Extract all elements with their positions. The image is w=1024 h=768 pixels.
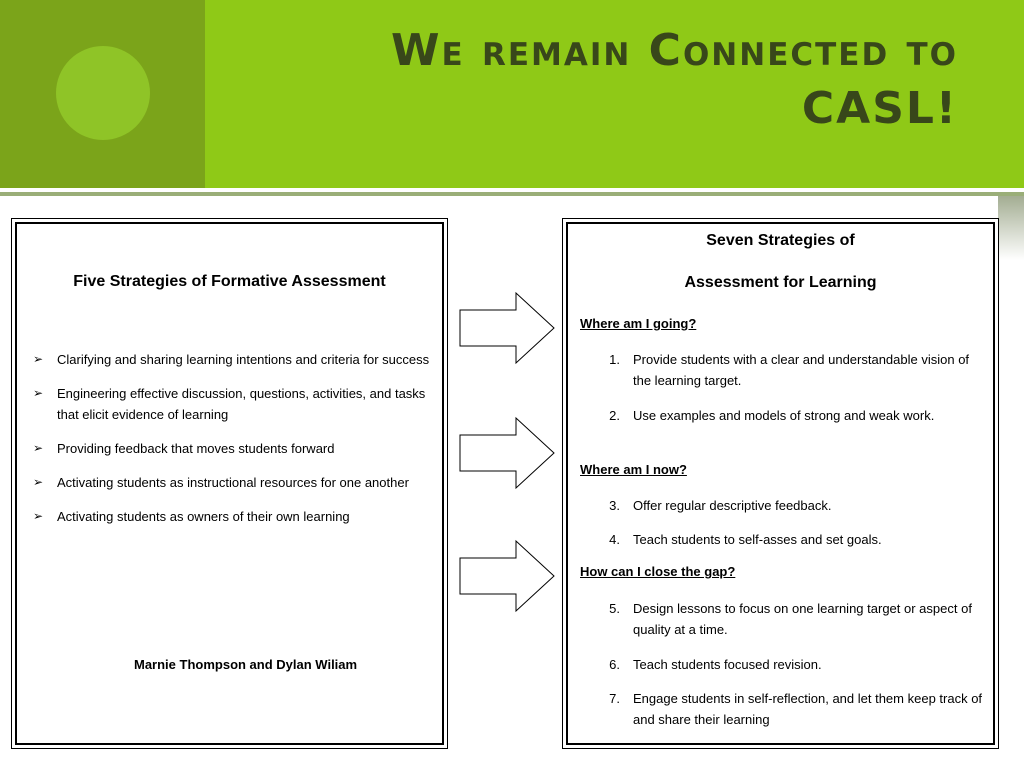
item-number: 4.	[609, 532, 620, 547]
list-item: 4. Teach students to self-asses and set …	[598, 529, 988, 550]
author-credit: Marnie Thompson and Dylan Wiliam	[134, 657, 358, 672]
slide-title-line1: We remain Connected to	[390, 25, 958, 76]
image-shadow	[998, 196, 1024, 260]
right-arrow-icon	[459, 539, 555, 613]
list-item-text: Clarifying and sharing learning intentio…	[57, 352, 430, 367]
item-text: Teach students focused revision.	[633, 657, 822, 672]
right-arrow-icon	[459, 416, 555, 490]
list-item: 1. Provide students with a clear and und…	[598, 349, 988, 391]
item-text: Engage students in self-reflection, and …	[633, 691, 983, 727]
arrow-bullet-icon: ➢	[33, 352, 44, 366]
list-item: 2. Use examples and models of strong and…	[598, 405, 988, 426]
arrow-bullet-icon: ➢	[33, 386, 44, 400]
list-item: ➢ Activating students as instructional re…	[33, 472, 433, 493]
list-item-text: Activating students as instructional res…	[57, 475, 409, 490]
item-text: Offer regular descriptive feedback.	[633, 498, 832, 513]
header-bar	[205, 0, 1024, 188]
list-item: 6. Teach students focused revision.	[598, 654, 988, 675]
list-item: ➢ Engineering effective discussion, quest…	[33, 383, 433, 425]
seven-strategies-document: Seven Strategies of Assessment for Learn…	[562, 218, 999, 749]
list-item: ➢ Providing feedback that moves students …	[33, 438, 433, 459]
section-heading-close-gap: How can I close the gap?	[580, 564, 736, 579]
slide-title-line2: CASL!	[801, 83, 958, 134]
item-text: Design lessons to focus on one learning …	[633, 601, 972, 637]
item-text: Use examples and models of strong and we…	[633, 408, 935, 423]
five-strategies-document: Five Strategies of Formative Assessment …	[11, 218, 448, 749]
item-number: 6.	[609, 657, 620, 672]
section-heading-where-going: Where am I going?	[580, 316, 697, 331]
list-item-text: Providing feedback that moves students f…	[57, 441, 335, 456]
list-item: ➢ Clarifying and sharing learning intenti…	[33, 349, 433, 370]
decorative-circle	[56, 46, 150, 140]
item-text: Teach students to self-asses and set goa…	[633, 532, 882, 547]
five-strategies-heading: Five Strategies of Formative Assessment	[73, 273, 386, 290]
header-left-block	[0, 0, 205, 188]
header-divider	[0, 192, 1024, 196]
right-arrow-icon	[459, 291, 555, 365]
arrow-bullet-icon: ➢	[33, 509, 44, 523]
list-item: 3. Offer regular descriptive feedback.	[598, 495, 988, 516]
item-number: 1.	[609, 352, 620, 367]
item-number: 5.	[609, 601, 620, 616]
list-item-text: Activating students as owners of their o…	[57, 509, 350, 524]
list-item: 7. Engage students in self-reflection, a…	[598, 688, 988, 730]
list-item: ➢ Activating students as owners of their …	[33, 506, 433, 527]
item-text: Provide students with a clear and unders…	[633, 352, 970, 388]
seven-strategies-heading-line2: Assessment for Learning	[684, 274, 877, 291]
slide-title: We remain Connected to CASL!	[238, 22, 958, 138]
list-item: 5. Design lessons to focus on one learni…	[598, 598, 988, 640]
item-number: 3.	[609, 498, 620, 513]
section-heading-where-now: Where am I now?	[580, 462, 687, 477]
five-strategies-list: ➢ Clarifying and sharing learning intenti…	[33, 349, 433, 540]
list-item-text: Engineering effective discussion, questi…	[57, 386, 426, 422]
item-number: 7.	[609, 691, 620, 706]
seven-strategies-heading-line1: Seven Strategies of	[706, 232, 855, 249]
arrow-bullet-icon: ➢	[33, 475, 44, 489]
arrow-bullet-icon: ➢	[33, 441, 44, 455]
item-number: 2.	[609, 408, 620, 423]
